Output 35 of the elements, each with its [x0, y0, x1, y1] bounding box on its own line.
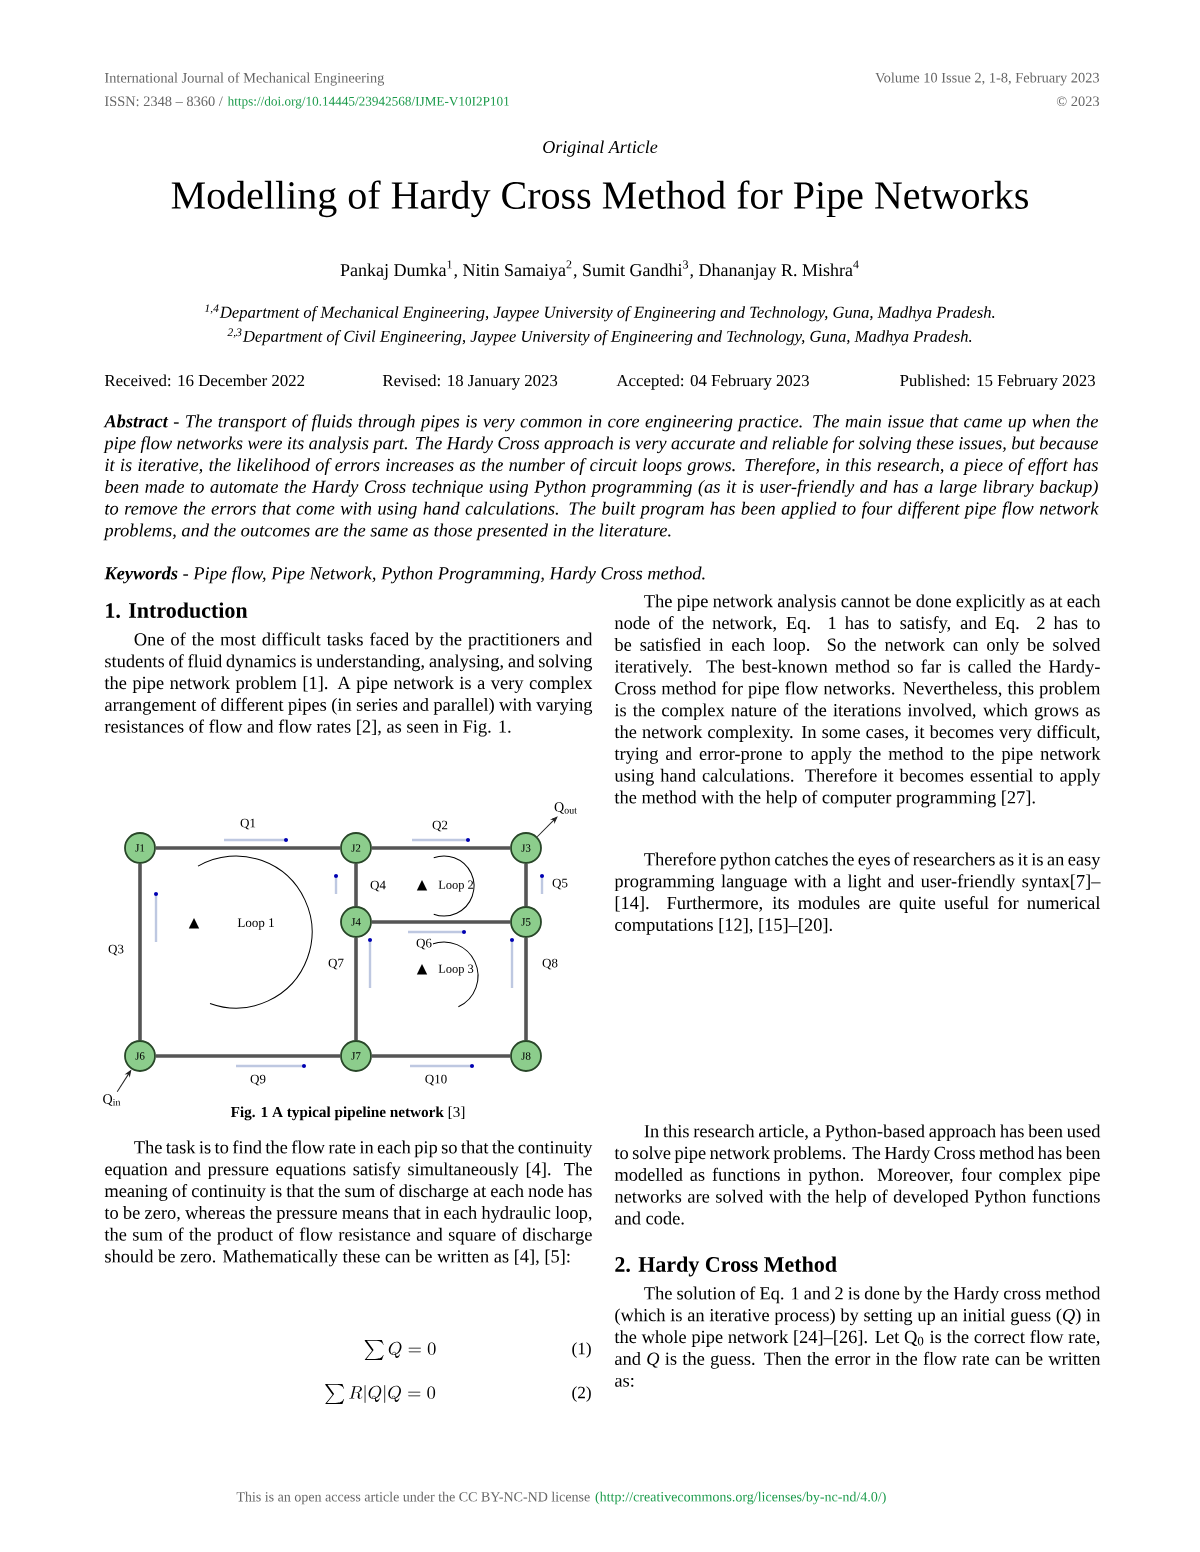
pipe-line: [155, 846, 341, 850]
affiliation: $^{2,3}$Department of Civil Engineering, Jaypee University of Engineering and Technology, Guna, Madhya Pradesh.: [227, 328, 972, 346]
equation-number: (2): [572, 1386, 591, 1402]
pipe-line: [354, 863, 358, 907]
title: Modelling of Hardy Cross Method for Pipe Networks: [171, 180, 1028, 218]
affiliation: $^{1,4}$Department of Mechanical Engineering, Jaypee University of Engineering and Technology, Guna, Madhya Pradesh.: [204, 304, 995, 322]
pipe-line: [524, 937, 528, 1041]
flow-arrow: [536, 816, 558, 838]
pipe-line: [371, 846, 511, 850]
paragraph: The pipe network analysis cannot be done explicitly as at each node of the network, Eq. 1 has to satisfy, and Eq. 2 has to be satisfied in each loop. So the network can only be solved iteratively. The best-known method so far is called the Hardy-Cross method for pipe flow networks. Nevertheless, this problem is the complex nature of the iterations involved, which grows as the network complexity. In some cases, it becomes very difficult, trying and error-prone to apply the method to the pipe network using hand calculations. Therefore it becomes essential to apply the method with the help of computer programming [27].: [614, 594, 1101, 808]
keywords-line: Keywords - Pipe flow, Pipe Network, Python Programming, Hardy Cross method.: [104, 566, 705, 584]
flow-arrow: [116, 1070, 132, 1093]
equation: $\sum R|Q|Q = 0$: [325, 1384, 436, 1405]
paragraph: One of the most difficult tasks faced by the practitioners and students of fluid dynamics is understanding, analysing, and solving the pipe network problem [1]. A pipe network is a very complex arrangement of different pipes (in series and parallel) with varying resistances of flow and flow rates [2], as seen in Fig. 1.: [104, 632, 593, 737]
equation: $\sum Q = 0$: [364, 1340, 436, 1361]
pipe-line: [371, 1054, 511, 1058]
author-list: Pankaj Dumka$^{1}$, Nitin Samaiya$^{2}$, Sumit Gandhi$^{3}$, Dhananjay R. Mishra$^{4}$: [340, 260, 859, 280]
article-type: Original Article: [543, 140, 658, 157]
paragraph: The task is to find the flow rate in each pip so that the continuity equation and pressure equations satisfy simultaneously [4]. The meaning of continuity is that the sum of discharge at each node has to be zero, whereas the pressure means that in each hydraulic loop, the sum of the product of flow resistance and square of discharge should be zero. Mathematically these can be written as [4], [5]:: [104, 1140, 593, 1267]
abstract-paragraph: Abstract - The transport of fluids through pipes is very common in core engineering practice. The main issue that came up when the pipe flow networks were its analysis part. The Hardy Cross approach is very accurate and reliable for solving these issues, but because it is iterative, the likelihood of errors increases as the number of circuit loops grows. Therefore, in this research, a piece of effort has been made to automate the Hardy Cross technique using Python programming (as it is user-friendly and has a large library backup) to remove the errors that come with using hand calculations. The built program has been applied to four different pipe flow network problems, and the outcomes are the same as those presented in the literature.: [103, 414, 1099, 541]
date-text: Published: 15 February 2023: [900, 374, 1095, 390]
pipe-line: [354, 937, 358, 1041]
paragraph: Therefore python catches the eyes of researchers as it is an easy programming language with a light and user-friendly syntax[7]–[14]. Furthermore, its modules are quite useful for numerical computations [12], [15]–[20].: [614, 852, 1101, 935]
date-text: Revised: 18 January 2023: [382, 374, 558, 390]
pipe-line: [524, 863, 528, 907]
paragraph: In this research article, a Python-based approach has been used to solve pipe network problems. The Hardy Cross method has been modelled as functions in python. Moreover, four complex pipe networks are solved with the help of developed Python functions and code.: [614, 1124, 1101, 1225]
date-text: Received: 16 December 2022: [104, 374, 305, 387]
equation-number: (1): [572, 1342, 591, 1358]
pipe-line: [155, 1054, 341, 1058]
paragraph: The solution of Eq. 1 and 2 is done by the Hardy cross method (which is an iterative process) by setting up an initial guess (Q) in the whole pipe network [24]–[26]. Let Q$_{0}$ is the correct flow rate, and Q is the guess. Then the error in the flow rate can be written as:: [614, 1286, 1101, 1387]
pipe-line: [371, 920, 511, 924]
pipe-line: [138, 863, 142, 1041]
section-heading: 1. Introduction: [106, 602, 248, 618]
section-heading: 2. Hardy Cross Method: [615, 1256, 837, 1277]
date-text: Accepted: 04 February 2023: [616, 374, 809, 390]
